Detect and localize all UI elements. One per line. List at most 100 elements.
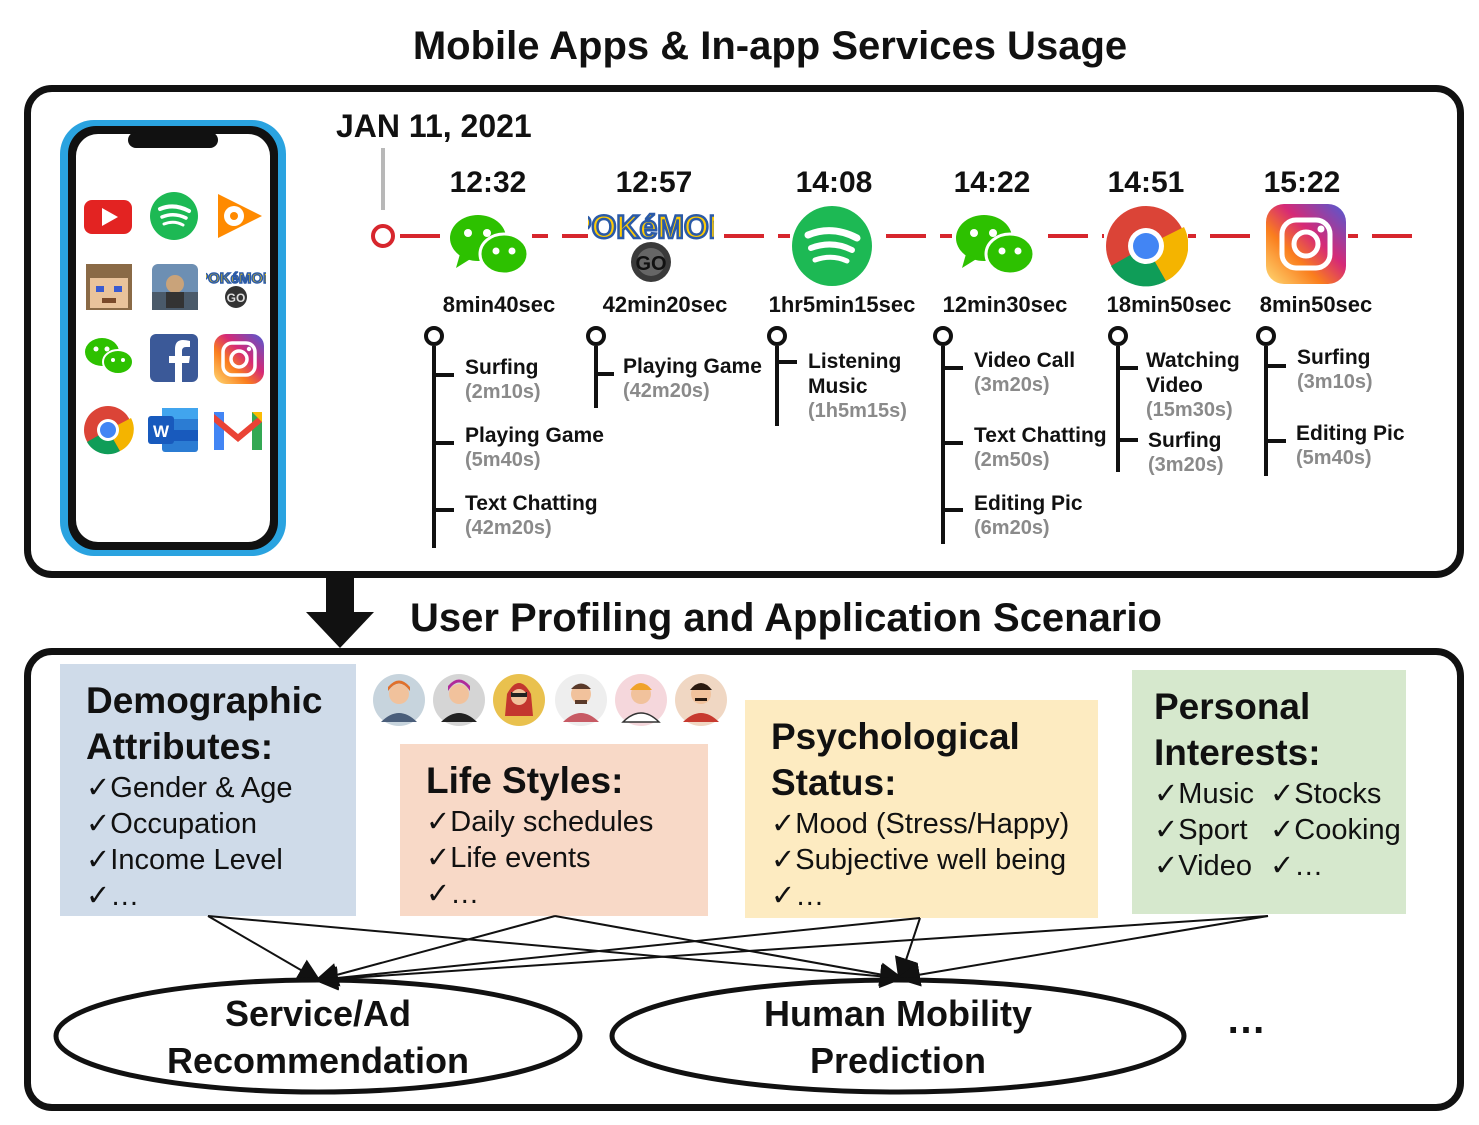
service-item: Text Chatting (2m50s) xyxy=(974,423,1107,473)
service-item: Playing Game (42m20s) xyxy=(623,354,762,404)
more-scenarios-ellipsis: … xyxy=(1226,998,1266,1042)
card-item: ✓Daily schedules xyxy=(426,806,654,838)
service-duration: (3m20s) xyxy=(1148,454,1224,476)
card-item: ✓… xyxy=(426,878,480,910)
gmail-icon xyxy=(210,406,262,458)
session-duration: 8min50sec xyxy=(1259,292,1373,317)
interests-card: Personal Interests: ✓Music ✓Sport ✓Video… xyxy=(1132,670,1406,914)
word-icon: W xyxy=(146,404,198,456)
wechat-icon xyxy=(952,210,1038,285)
card-item: ✓Music xyxy=(1154,778,1255,810)
google-play-music-icon xyxy=(214,190,266,242)
service-label: Text Chatting xyxy=(974,424,1107,447)
avatar xyxy=(373,674,425,726)
service-label: Watching xyxy=(1146,349,1240,372)
instagram-icon xyxy=(212,332,264,384)
card-title: Interests: xyxy=(1154,732,1321,773)
service-label: Editing Pic xyxy=(1296,422,1405,445)
card-item: ✓Occupation xyxy=(86,808,257,840)
card-item: ✓… xyxy=(771,880,825,912)
session-duration: 12min30sec xyxy=(942,292,1068,317)
card-item: ✓Sport xyxy=(1154,814,1248,846)
user-avatars xyxy=(373,674,727,726)
card-item: ✓Stocks xyxy=(1270,778,1382,810)
service-label: Video Call xyxy=(974,349,1076,372)
svg-text:POKéMON: POKéMON xyxy=(588,209,714,245)
timeline xyxy=(371,148,1422,248)
card-item: ✓Subjective well being xyxy=(771,844,1067,876)
card-item: ✓Cooking xyxy=(1270,814,1401,846)
bottom-title: User Profiling and Application Scenario xyxy=(410,596,1162,640)
service-duration: (3m20s) xyxy=(974,374,1050,396)
svg-text:POKéMON: POKéMON xyxy=(206,270,266,287)
card-item: ✓Video xyxy=(1154,850,1252,882)
service-label: Playing Game xyxy=(465,424,604,447)
demographic-card: Demographic Attributes: ✓Gender & Age ✓O… xyxy=(60,664,356,916)
service-timelines xyxy=(424,326,1286,548)
service-recommendation-label: Service/Ad Recommendation xyxy=(58,990,578,1084)
service-item: Video Call (3m20s) xyxy=(974,348,1075,398)
card-item: ✓… xyxy=(86,880,140,912)
card-item: ✓Mood (Stress/Happy) xyxy=(771,808,1070,840)
lifestyle-card: Life Styles: ✓Daily schedules ✓Life even… xyxy=(400,744,708,916)
card-item: ✓Gender & Age xyxy=(86,772,293,804)
session-duration: 18min50sec xyxy=(1106,292,1232,317)
service-item: Listening Music (1h5m15s) xyxy=(808,349,907,424)
service-duration: (42m20s) xyxy=(623,380,710,402)
svg-text:GO: GO xyxy=(635,253,666,275)
service-item: Surfing (3m20s) xyxy=(1148,428,1224,478)
service-label: Video xyxy=(1146,374,1203,397)
service-label: Surfing xyxy=(1148,429,1222,452)
service-item: Text Chatting (42m20s) xyxy=(465,491,598,541)
scenario-line: Prediction xyxy=(809,1040,987,1081)
service-duration: (2m10s) xyxy=(465,381,541,403)
scenario-line: Human Mobility xyxy=(764,993,1032,1034)
psychological-card: Psychological Status: ✓Mood (Stress/Happ… xyxy=(745,700,1098,918)
session-duration: 8min40sec xyxy=(442,292,556,317)
scenario-line: Recommendation xyxy=(166,1040,470,1081)
svg-text:GO: GO xyxy=(227,291,246,305)
minecraft-icon xyxy=(84,262,136,314)
service-duration: (3m10s) xyxy=(1297,371,1373,393)
pokemon-go-icon: POKéMON GO xyxy=(569,206,733,291)
youtube-icon xyxy=(82,190,134,242)
service-item: Surfing (2m10s) xyxy=(465,355,541,405)
service-label: Text Chatting xyxy=(465,492,598,515)
service-item: Watching Video (15m30s) xyxy=(1146,348,1240,423)
service-duration: (15m30s) xyxy=(1146,399,1233,421)
card-title: Psychological xyxy=(771,716,1020,757)
service-duration: (6m20s) xyxy=(974,517,1050,539)
card-item: ✓… xyxy=(1270,850,1324,882)
card-title: Status: xyxy=(771,762,897,803)
service-duration: (42m20s) xyxy=(465,517,552,539)
service-duration: (5m40s) xyxy=(465,449,541,471)
session-time: 14:51 xyxy=(1107,166,1185,199)
instagram-icon xyxy=(1264,202,1348,291)
service-label: Surfing xyxy=(465,356,539,379)
service-label: Surfing xyxy=(1297,346,1371,369)
service-label: Music xyxy=(808,375,868,398)
wechat-icon xyxy=(446,210,532,285)
profiling-panel xyxy=(24,648,1464,1111)
service-item: Surfing (3m10s) xyxy=(1297,345,1373,395)
avatar xyxy=(555,674,607,726)
top-title: Mobile Apps & In-app Services Usage xyxy=(412,24,1128,68)
avatar xyxy=(675,674,727,726)
service-duration: (2m50s) xyxy=(974,449,1050,471)
service-label: Playing Game xyxy=(623,355,762,378)
session-duration: 42min20sec xyxy=(602,292,728,317)
card-item: ✓Income Level xyxy=(86,844,283,876)
avatar xyxy=(615,674,667,726)
pubg-icon xyxy=(150,262,202,314)
avatar xyxy=(493,674,545,726)
service-item: Editing Pic (6m20s) xyxy=(974,491,1083,541)
wechat-icon xyxy=(82,334,134,386)
scenario-line: Service/Ad xyxy=(224,993,412,1034)
date-label: JAN 11, 2021 xyxy=(336,108,532,144)
avatar xyxy=(433,674,485,726)
session-duration: 1hr5min15sec xyxy=(768,292,916,317)
session-time: 15:22 xyxy=(1263,166,1341,199)
down-arrow-icon xyxy=(306,578,374,648)
